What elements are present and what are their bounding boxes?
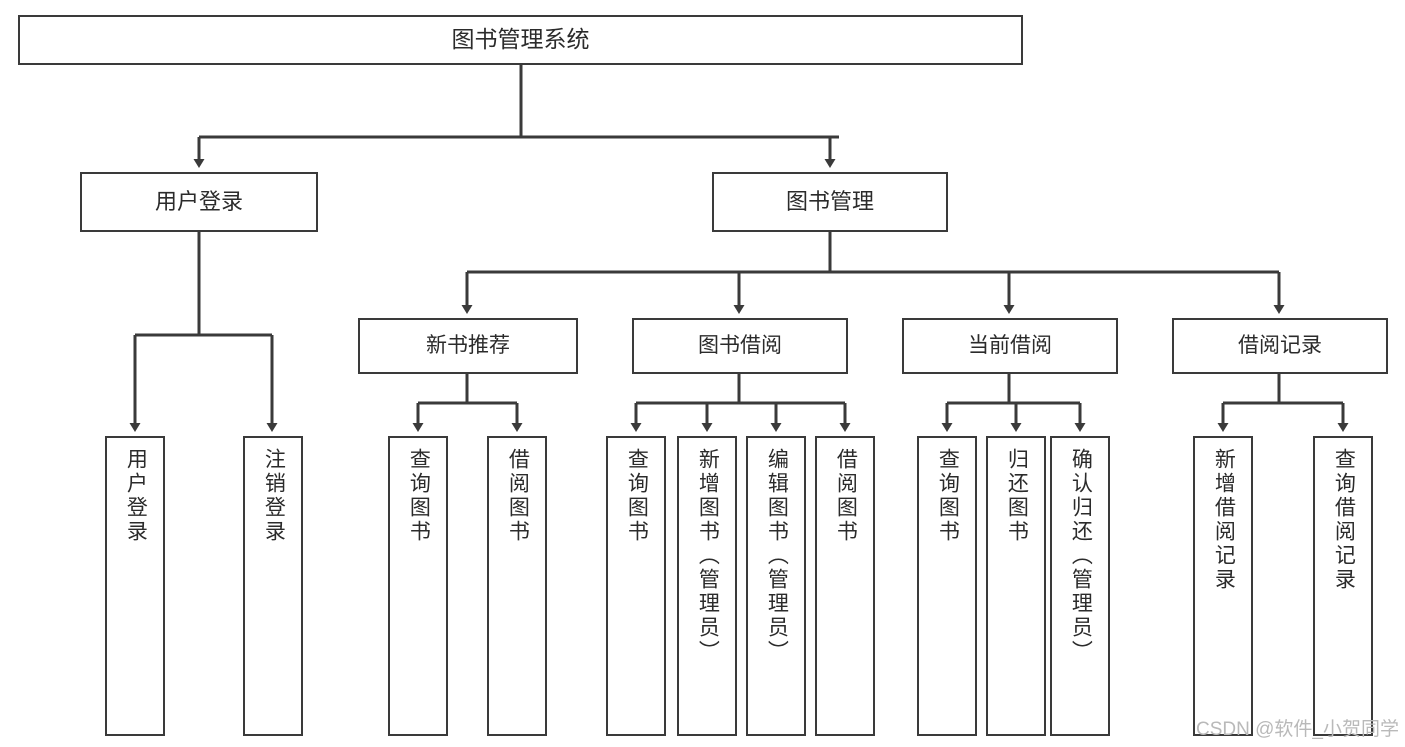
node-level2-borrow-records[interactable]: 借阅记录 (1172, 318, 1388, 374)
node-leaf-logout[interactable]: 注销登录 (243, 436, 303, 736)
node-label: 用户登录 (154, 189, 243, 215)
node-label: 编辑图书（管理员） (765, 448, 789, 664)
node-leaf-edit-book-admin[interactable]: 编辑图书（管理员） (746, 436, 806, 736)
node-label: 查询图书 (625, 448, 649, 544)
node-label: 借阅图书 (506, 448, 530, 544)
node-leaf-add-book-admin[interactable]: 新增图书（管理员） (677, 436, 737, 736)
node-leaf-query-books-borrowing[interactable]: 查询图书 (606, 436, 666, 736)
node-leaf-borrow-books-recommend[interactable]: 借阅图书 (487, 436, 547, 736)
node-label: 新增图书（管理员） (696, 448, 720, 664)
node-leaf-query-books-recommend[interactable]: 查询图书 (388, 436, 448, 736)
node-label: 查询借阅记录 (1332, 448, 1356, 592)
csdn-watermark: CSDN @软件_小贺同学 (1196, 719, 1399, 740)
node-level2-current-borrowing[interactable]: 当前借阅 (902, 318, 1118, 374)
node-leaf-query-borrow-record[interactable]: 查询借阅记录 (1313, 436, 1373, 736)
node-label: 新增借阅记录 (1212, 448, 1236, 592)
node-label: 图书借阅 (698, 333, 782, 357)
node-level2-book-borrowing[interactable]: 图书借阅 (632, 318, 848, 374)
node-leaf-user-login[interactable]: 用户登录 (105, 436, 165, 736)
node-leaf-confirm-return-admin[interactable]: 确认归还（管理员） (1050, 436, 1110, 736)
node-label: 查询图书 (936, 448, 960, 544)
node-leaf-return-books[interactable]: 归还图书 (986, 436, 1046, 736)
node-label: 当前借阅 (968, 333, 1052, 357)
node-label: 用户登录 (124, 448, 148, 544)
node-root-label: 图书管理系统 (451, 26, 590, 53)
node-label: 新书推荐 (426, 333, 510, 357)
node-root[interactable]: 图书管理系统 (18, 15, 1023, 65)
node-leaf-add-borrow-record[interactable]: 新增借阅记录 (1193, 436, 1253, 736)
node-label: 确认归还（管理员） (1069, 448, 1093, 664)
node-level1-book-management[interactable]: 图书管理 (712, 172, 948, 232)
node-leaf-borrow-books[interactable]: 借阅图书 (815, 436, 875, 736)
node-label: 借阅记录 (1238, 333, 1322, 357)
node-label: 查询图书 (407, 448, 431, 544)
node-level1-user-login[interactable]: 用户登录 (80, 172, 318, 232)
node-label: 注销登录 (262, 448, 286, 544)
node-label: 图书管理 (785, 189, 874, 215)
node-leaf-query-books-current[interactable]: 查询图书 (917, 436, 977, 736)
node-label: 借阅图书 (834, 448, 858, 544)
node-label: 归还图书 (1005, 448, 1029, 544)
node-level2-new-book-recommendation[interactable]: 新书推荐 (358, 318, 578, 374)
